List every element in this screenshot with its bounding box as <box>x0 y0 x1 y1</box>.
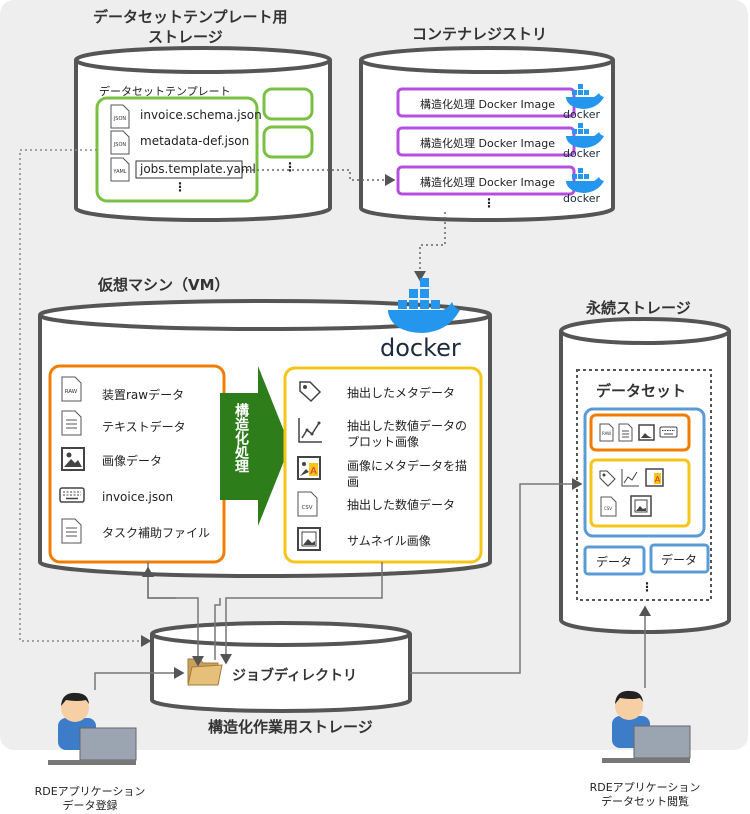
vm-title: 仮想マシン（VM） <box>98 276 230 294</box>
mini-csv-icon: CSV <box>600 496 617 517</box>
task-file-icon <box>61 518 82 544</box>
work-storage-cylinder <box>150 621 412 713</box>
dataset-ellipsis: ⋮ <box>641 580 653 594</box>
job-directory-label: ジョブディレクトリ <box>232 668 358 684</box>
svg-text:A: A <box>310 466 317 477</box>
data-box-1 <box>583 545 646 576</box>
process-arrow <box>220 366 290 526</box>
template-file-1: invoice.schema.json <box>140 108 262 122</box>
json-file-icon: JSON <box>110 130 130 155</box>
output-label-3b: 画 <box>347 475 360 489</box>
docker-image-box-3 <box>396 165 576 196</box>
data-box-2 <box>649 543 710 574</box>
template-box-3 <box>262 125 314 159</box>
docker-whale-icon <box>566 168 604 193</box>
dataset-label: データセット <box>596 382 687 400</box>
csv-file-icon: CSV <box>297 491 318 517</box>
yaml-to-image-connector <box>242 169 396 186</box>
mini-thumbnail-icon <box>630 495 652 517</box>
template-file-3: jobs.template.yaml <box>140 162 256 176</box>
input-label-1: 装置rawデータ <box>102 388 185 402</box>
container-registry-title: コンテナレジストリ <box>412 25 548 43</box>
viewer-user-icon <box>602 690 691 763</box>
template-storage-title-line2: ストレージ <box>148 28 223 46</box>
mini-text-icon <box>618 423 633 442</box>
mini-annotated-icon: A <box>645 468 664 487</box>
output-label-2b: プロット画像 <box>347 435 420 449</box>
tag-icon <box>299 381 322 403</box>
register-user-caption-2: データ登録 <box>62 799 118 812</box>
docker-whale-icon <box>566 84 604 109</box>
persistent-storage-title: 永続ストレージ <box>586 299 691 317</box>
viewer-user-caption-2: データセット閲覧 <box>601 795 689 808</box>
svg-text:RAW: RAW <box>602 431 611 436</box>
output-label-4: 抽出した数値データ <box>347 498 456 512</box>
text-file-icon <box>61 410 82 436</box>
data-label-2: データ <box>661 553 698 567</box>
svg-text:YAML: YAML <box>112 169 126 175</box>
docker-wordmark-1: docker <box>563 108 601 121</box>
mini-image-icon <box>638 424 655 441</box>
registry-to-vm-connector <box>414 212 446 282</box>
image-file-icon <box>61 447 85 471</box>
register-user-icon <box>48 692 137 765</box>
docker-wordmark-2: docker <box>563 147 601 160</box>
docker-image-label-1: 構造化処理 Docker Image <box>420 98 555 111</box>
output-data-box <box>283 366 483 564</box>
mini-keyboard-icon <box>659 426 678 438</box>
work-to-input-connector <box>214 598 221 660</box>
process-label: 構造化処理 <box>233 403 249 473</box>
output-label-5: サムネイル画像 <box>347 534 431 548</box>
template-storage-title-line1: データセットテンプレート用 <box>93 8 288 26</box>
work-to-dataset-connector <box>410 478 583 674</box>
input-label-3: 画像データ <box>102 454 163 468</box>
docker-wordmark-3: docker <box>563 192 601 205</box>
template-ellipsis: ⋮ <box>174 180 186 194</box>
docker-logo-icon <box>388 278 460 333</box>
registry-ellipsis: ⋮ <box>483 196 495 210</box>
template-group-label: データセットテンプレート <box>99 85 231 98</box>
output-label-2a: 抽出した数値データの <box>347 419 468 433</box>
docker-image-label-2: 構造化処理 Docker Image <box>420 137 555 150</box>
template-box-2 <box>262 87 314 121</box>
svg-text:JSON: JSON <box>113 142 127 148</box>
svg-text:CSV: CSV <box>301 505 312 511</box>
input-label-2: テキストデータ <box>102 420 186 434</box>
plot-chart-icon <box>298 418 322 443</box>
yaml-file-icon: YAML <box>110 157 130 182</box>
input-label-4: invoice.json <box>102 490 174 504</box>
register-user-caption-1: RDEアプリケーション <box>34 785 146 798</box>
svg-text:A: A <box>655 475 661 484</box>
thumbnail-image-icon <box>297 527 321 551</box>
mini-tag-icon <box>599 470 616 487</box>
work-up-to-input-connector <box>142 566 176 599</box>
keyboard-icon <box>59 487 85 503</box>
annotated-image-icon: A <box>297 456 321 480</box>
output-to-work-connector <box>220 562 383 665</box>
output-label-1: 抽出したメタデータ <box>347 386 456 400</box>
data-label-1: データ <box>596 555 633 569</box>
mini-plot-icon <box>621 469 639 487</box>
svg-text:JSON: JSON <box>113 116 127 122</box>
input-label-5: タスク補助ファイル <box>102 526 211 540</box>
docker-whale-icon <box>566 123 604 148</box>
template-file-2: metadata-def.json <box>140 134 250 148</box>
json-file-icon: JSON <box>110 104 130 129</box>
folder-icon <box>187 658 223 686</box>
template-side-ellipsis: ⋮ <box>284 160 296 174</box>
docker-logo-wordmark: docker <box>380 334 461 362</box>
svg-text:CSV: CSV <box>604 506 612 511</box>
work-storage-title: 構造化作業用ストレージ <box>208 718 373 736</box>
viewer-user-caption-1: RDEアプリケーション <box>589 781 701 794</box>
docker-image-label-3: 構造化処理 Docker Image <box>420 176 555 189</box>
raw-file-icon: RAW <box>61 376 82 402</box>
output-label-3a: 画像にメタデータを描 <box>347 459 468 473</box>
mini-raw-icon: RAW <box>599 423 614 442</box>
user-to-work-connector <box>94 667 185 690</box>
svg-text:RAW: RAW <box>65 389 78 395</box>
